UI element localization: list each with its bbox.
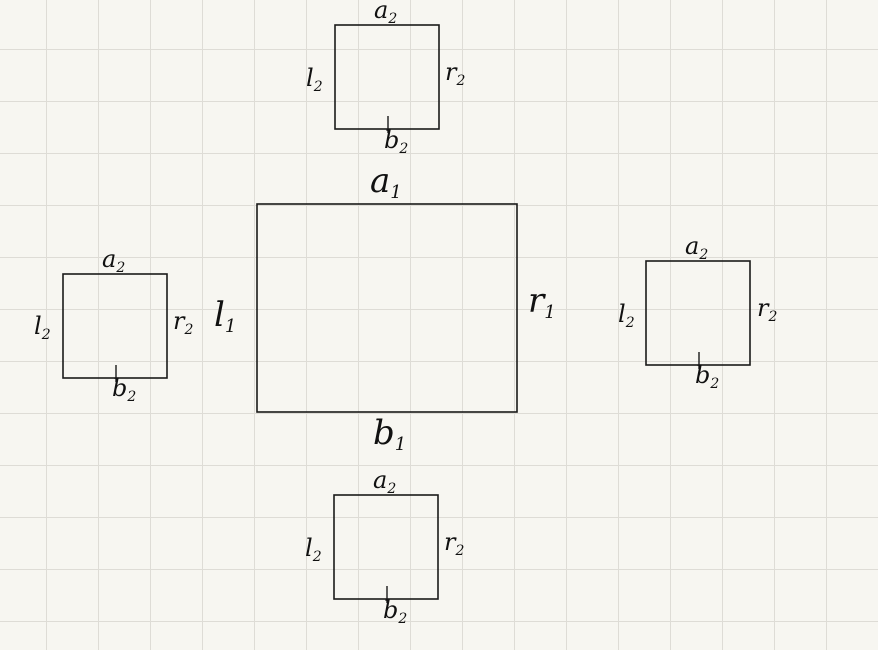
- right-square-top-subscript: 2: [698, 247, 708, 263]
- bottom-square-bottom-label: b2: [383, 596, 407, 627]
- left-square-left-label: l2: [34, 312, 51, 343]
- main-right-label: r1: [528, 281, 556, 323]
- bottom-square-right-subscript: 2: [454, 543, 464, 559]
- right-square-group: a2 l2 r2 b2: [618, 232, 777, 392]
- main-top-letter: a: [370, 161, 390, 201]
- right-square-right-label: r2: [757, 294, 777, 325]
- right-square-top-letter: a: [685, 232, 699, 260]
- top-square-left-label: l2: [306, 64, 323, 95]
- top-square-top-letter: a: [374, 0, 388, 24]
- top-square: [334, 24, 440, 130]
- left-square-bottom-letter: b: [112, 374, 127, 402]
- bottom-square-top-letter: a: [373, 466, 387, 494]
- left-square-bottom-label: b2: [112, 374, 136, 405]
- top-square-right-subscript: 2: [455, 73, 465, 89]
- bottom-square-group: a2 l2 r2 b2: [305, 466, 464, 627]
- bottom-square-left-label: l2: [305, 534, 322, 565]
- main-left-label: l1: [214, 295, 236, 337]
- main-top-subscript: 1: [390, 182, 401, 203]
- bottom-square-top-subscript: 2: [386, 481, 396, 497]
- top-square-right-letter: r: [445, 58, 458, 86]
- main-right-subscript: 1: [544, 302, 555, 323]
- top-square-bottom-label: b2: [384, 126, 408, 157]
- right-square-left-label: l2: [618, 300, 635, 331]
- bottom-square-right-letter: r: [444, 528, 457, 556]
- right-square-bottom-letter: b: [695, 361, 710, 389]
- right-square: [645, 260, 751, 366]
- main-bottom-letter: b: [373, 413, 395, 453]
- left-square-top-subscript: 2: [115, 260, 125, 276]
- bottom-square-bottom-letter: b: [383, 596, 398, 624]
- top-square-bottom-subscript: 2: [398, 141, 408, 157]
- left-square-group: a2 l2 r2 b2: [34, 245, 193, 405]
- left-square-bottom-subscript: 2: [126, 389, 136, 405]
- top-square-left-letter: l: [306, 64, 314, 92]
- top-square-group: a2 l2 r2 b2: [306, 0, 465, 157]
- bottom-square-bottom-subscript: 2: [397, 611, 407, 627]
- main-rectangle-group: a1 l1 r1 b1: [214, 161, 556, 455]
- left-square-right-label: r2: [173, 307, 193, 338]
- left-square-right-letter: r: [173, 307, 186, 335]
- left-square-left-letter: l: [34, 312, 42, 340]
- left-square-top-letter: a: [102, 245, 116, 273]
- top-square-left-subscript: 2: [313, 79, 323, 95]
- left-square-top-label: a2: [102, 245, 125, 276]
- right-square-right-letter: r: [757, 294, 770, 322]
- main-left-letter: l: [214, 295, 225, 335]
- right-square-left-letter: l: [618, 300, 626, 328]
- bottom-square-left-letter: l: [305, 534, 313, 562]
- right-square-top-label: a2: [685, 232, 708, 263]
- top-square-top-label: a2: [374, 0, 397, 27]
- right-square-left-subscript: 2: [625, 315, 635, 331]
- main-right-letter: r: [528, 281, 546, 321]
- main-rectangle: [256, 203, 518, 413]
- bottom-square-right-label: r2: [444, 528, 464, 559]
- main-top-label: a1: [370, 161, 402, 203]
- main-bottom-label: b1: [373, 413, 406, 455]
- bottom-square-top-label: a2: [373, 466, 396, 497]
- bottom-square-left-subscript: 2: [312, 549, 322, 565]
- main-bottom-subscript: 1: [395, 434, 406, 455]
- left-square-right-subscript: 2: [183, 322, 193, 338]
- main-left-subscript: 1: [225, 316, 236, 337]
- bottom-square: [333, 494, 439, 600]
- right-square-right-subscript: 2: [767, 309, 777, 325]
- right-square-bottom-label: b2: [695, 361, 719, 392]
- top-square-top-subscript: 2: [387, 11, 397, 27]
- left-square: [62, 273, 168, 379]
- top-square-bottom-letter: b: [384, 126, 399, 154]
- top-square-right-label: r2: [445, 58, 465, 89]
- left-square-left-subscript: 2: [41, 327, 51, 343]
- right-square-bottom-subscript: 2: [709, 376, 719, 392]
